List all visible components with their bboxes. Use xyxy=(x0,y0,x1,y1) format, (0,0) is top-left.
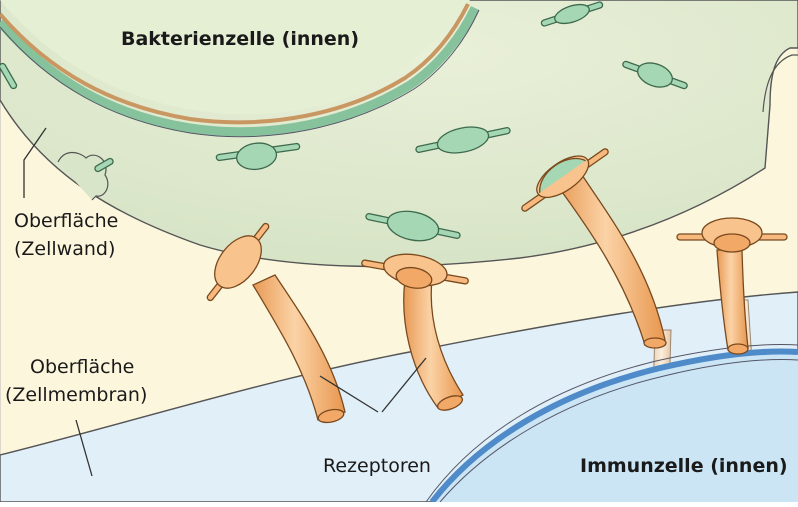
leader-lines xyxy=(23,127,427,477)
leader-membrane xyxy=(75,419,93,477)
immune-cell-inner xyxy=(432,351,798,502)
wall-lumps xyxy=(57,151,109,201)
leader-receptor-1 xyxy=(319,375,379,413)
receptors-label: Rezeptoren xyxy=(323,455,431,477)
cell-wall-label-line2: (Zellwand) xyxy=(14,238,116,260)
leader-receptor-2 xyxy=(381,357,427,413)
cell-wall-label-line1: Oberfläche xyxy=(14,210,119,232)
bacterium-membrane-green xyxy=(0,6,480,137)
wall-lumps-right xyxy=(762,54,798,113)
leader-cell-wall xyxy=(23,127,47,198)
receptor xyxy=(206,148,788,424)
bacterium-inner xyxy=(0,0,470,115)
bacterium-label: Bakterienzelle (innen) xyxy=(120,28,360,50)
membrane-label-line1: Oberfläche xyxy=(30,356,135,378)
bacterium-membrane-tan xyxy=(0,3,470,125)
antigen xyxy=(0,1,688,242)
immune-cell-label: Immunzelle (innen) xyxy=(580,455,788,477)
membrane-label-line2: (Zellmembran) xyxy=(5,384,148,406)
immune-cell-membrane xyxy=(429,348,798,504)
